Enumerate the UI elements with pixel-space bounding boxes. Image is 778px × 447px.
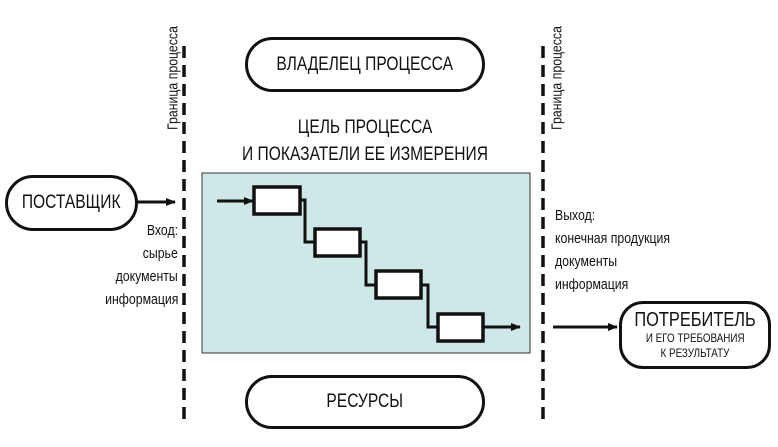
process-step [374,269,423,300]
input-description: Вход: сырье документы информация [104,222,178,308]
process-step [252,185,302,216]
resources: РЕСУРСЫ [245,375,485,429]
process-goal: ЦЕЛЬ ПРОЦЕССА И ПОКАЗАТЕЛИ ЕЕ ИЗМЕРЕНИЯ [242,117,488,165]
step-connectors [300,198,438,329]
consumer: ПОТРЕБИТЕЛЬ И ЕГО ТРЕБОВАНИЯ К РЕЗУЛЬТАТ… [619,301,771,369]
output-description: Выход: конечная продукция документы инфо… [555,207,671,293]
process-step [436,312,485,343]
process-owner: ВЛАДЕЛЕЦ ПРОЦЕССА [245,37,485,92]
right-boundary-label: Граница процесса [548,26,566,130]
supplier: ПОСТАВЩИК [5,175,138,231]
left-boundary-label: Граница процесса [164,26,182,130]
process-step [313,227,362,258]
